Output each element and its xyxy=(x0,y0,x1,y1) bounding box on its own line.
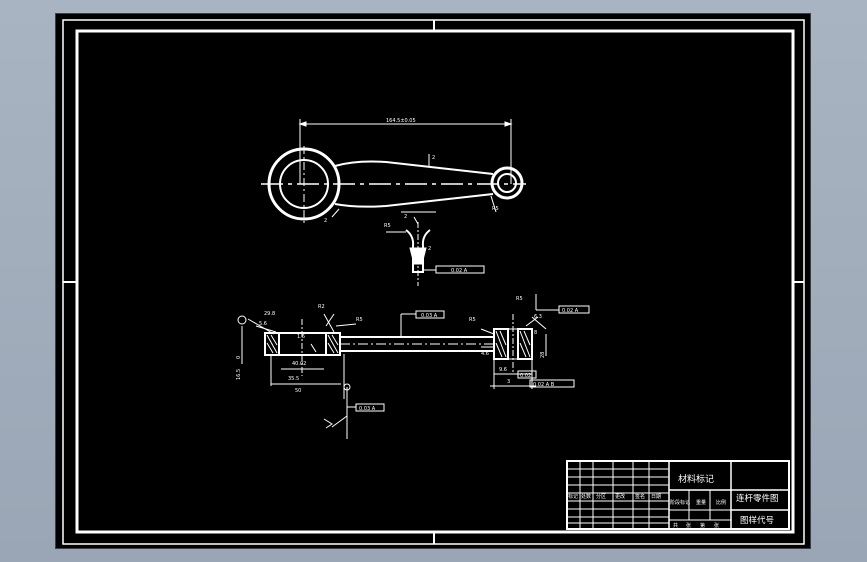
dim-rt2: R5 xyxy=(516,296,523,302)
tol-r3: 0.02 A B xyxy=(533,382,555,388)
rod-section-view xyxy=(386,211,485,286)
grid-label-change: 更改 xyxy=(615,493,625,500)
dim-note-b: 2 xyxy=(324,218,327,224)
stage-label-phase: 阶段标记 xyxy=(670,499,690,506)
dim-bore-left-a: 40.02 xyxy=(292,361,306,367)
sheet-frame xyxy=(62,19,805,545)
dim-r2: R2 xyxy=(318,304,325,310)
dim-small-v: 0 xyxy=(236,356,242,359)
sheet-label-no: 第 xyxy=(700,522,705,529)
tol-top: 0.02 A xyxy=(451,268,468,274)
dim-r-big: R5 xyxy=(356,317,363,323)
section-label-2: 2 xyxy=(404,214,407,220)
tol-mid: 0.03 A xyxy=(421,313,438,319)
stage-label-scale: 比例 xyxy=(716,499,726,506)
dim-note-a: 2 xyxy=(432,155,435,161)
cad-drawing: 164.5±0.05 2 2 R5 R5 2 2 0.02 A xyxy=(62,19,805,545)
sheet-label-total: 共 xyxy=(673,522,678,529)
sheet-label-sheets-b: 张 xyxy=(714,522,719,529)
part-name: 连杆零件图 xyxy=(736,493,779,504)
rod-top-view xyxy=(261,119,526,226)
drawing-viewport[interactable]: 164.5±0.05 2 2 R5 R5 2 2 0.02 A xyxy=(55,13,811,549)
dim-bore-left-b: 35.5 xyxy=(288,376,299,382)
dim-right-f: 3 xyxy=(507,379,510,385)
material-mark: 材料标记 xyxy=(678,473,714,485)
drawing-no-label: 图样代号 xyxy=(740,515,774,526)
dim-right-e: 8 xyxy=(534,330,537,336)
tol-r2: 0.02 xyxy=(520,373,531,379)
dim-bottom-w: 50 xyxy=(295,388,301,394)
grid-label-count: 处数 xyxy=(581,493,591,500)
grid-label-date: 日期 xyxy=(651,494,661,500)
rod-longitudinal-view xyxy=(237,294,590,439)
section-dim-small: 2 xyxy=(428,246,431,252)
section-label-r: R5 xyxy=(384,223,391,229)
dim-small-r: 1.6 xyxy=(297,334,305,340)
dim-left-small: 5.6 xyxy=(259,321,267,327)
dim-right-d: 28 xyxy=(540,352,546,358)
dim-left-chamfer: 29.8 xyxy=(264,311,275,317)
dim-overall-length: 164.5±0.05 xyxy=(386,118,416,124)
sheet-label-sheets-a: 张 xyxy=(686,522,691,529)
grid-label-sign: 签名 xyxy=(635,493,645,500)
dim-rt1: R5 xyxy=(469,317,476,323)
dim-right-a: 6.3 xyxy=(534,314,542,320)
grid-label-zone: 分区 xyxy=(596,493,606,500)
tol-bottom: 0.03 A xyxy=(359,406,376,412)
dim-height-v: 16.5 xyxy=(236,369,242,380)
title-grid-labels: 标记 处数 分区 更改 签名 日期 xyxy=(568,493,661,500)
dim-r-label: R5 xyxy=(492,206,499,212)
stage-label-weight: 重量 xyxy=(696,499,706,506)
dim-right-c: 9.6 xyxy=(499,367,507,373)
dim-right-b: 4.6 xyxy=(481,351,489,357)
grid-label-mark: 标记 xyxy=(568,493,578,500)
title-block xyxy=(566,460,790,530)
tol-right: 0.02 A xyxy=(562,308,579,314)
